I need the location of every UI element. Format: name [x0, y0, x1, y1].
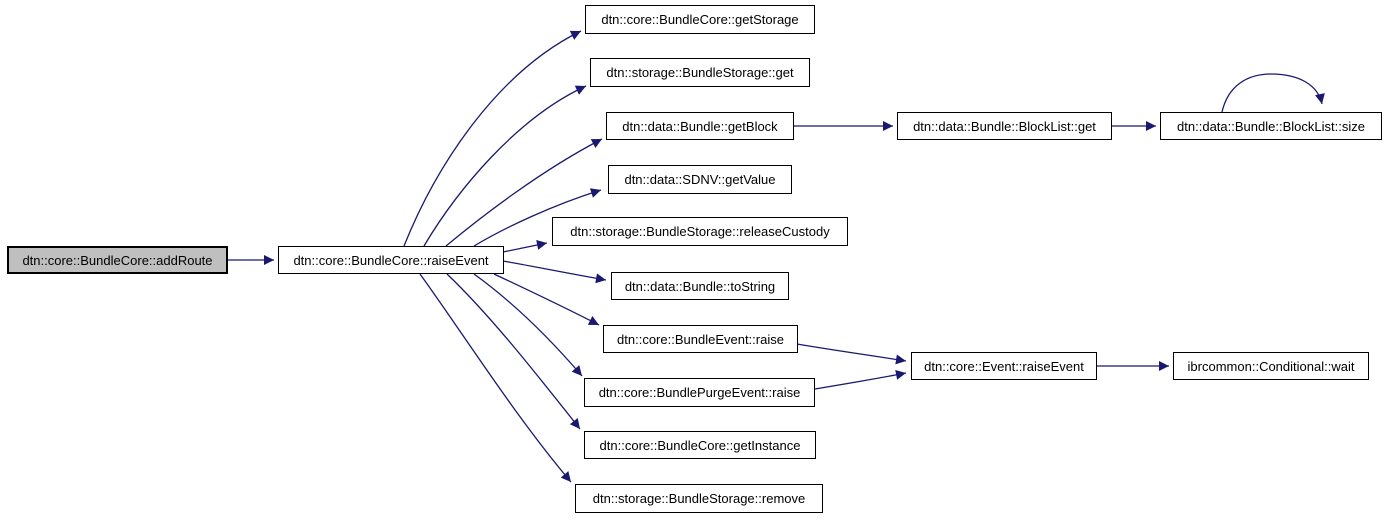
node-bundleevent-raise[interactable]: dtn::core::BundleEvent::raise — [603, 325, 798, 353]
edge-raiseevent-getinstance — [446, 273, 581, 430]
node-tostring[interactable]: dtn::data::Bundle::toString — [611, 272, 789, 300]
node-sdnv-getvalue[interactable]: dtn::data::SDNV::getValue — [608, 165, 792, 194]
edge-raiseevent-tostring — [502, 260, 607, 284]
node-bundlestorage-get[interactable]: dtn::storage::BundleStorage::get — [590, 58, 810, 87]
edge-bundleeventraise-eventraiseevent — [796, 343, 907, 365]
edge-raiseevent-sdnvgetvalue — [473, 188, 602, 247]
node-blocklist-size[interactable]: dtn::data::Bundle::BlockList::size — [1160, 112, 1382, 140]
edge-raiseevent-releasecustody — [502, 240, 548, 253]
node-getblock[interactable]: dtn::data::Bundle::getBlock — [606, 112, 794, 140]
node-bundlestorage-remove[interactable]: dtn::storage::BundleStorage::remove — [575, 484, 823, 513]
edge-raiseevent-purgeeventraise — [473, 273, 583, 377]
node-bundlepurgeevent-raise[interactable]: dtn::core::BundlePurgeEvent::raise — [584, 378, 815, 407]
node-conditional-wait[interactable]: ibrcommon::Conditional::wait — [1173, 352, 1369, 380]
edge-blocklistsize-selfloop — [1221, 73, 1325, 113]
node-addroute: dtn::core::BundleCore::addRoute — [7, 246, 228, 274]
edge-raiseevent-getblock — [445, 138, 603, 247]
node-raiseevent[interactable]: dtn::core::BundleCore::raiseEvent — [278, 246, 504, 274]
edge-raiseevent-getstorage — [403, 30, 582, 247]
node-releasecustody[interactable]: dtn::storage::BundleStorage::releaseCust… — [552, 217, 848, 246]
node-getinstance[interactable]: dtn::core::BundleCore::getInstance — [584, 431, 816, 459]
edge-raiseevent-storageget — [423, 85, 587, 247]
edge-raiseevent-storageremove — [419, 273, 572, 483]
node-event-raiseevent[interactable]: dtn::core::Event::raiseEvent — [911, 352, 1097, 380]
edge-raiseevent-bundleeventraise — [493, 273, 600, 326]
node-getstorage[interactable]: dtn::core::BundleCore::getStorage — [585, 5, 815, 34]
edge-purgeeventraise-eventraiseevent — [814, 369, 907, 390]
node-blocklist-get[interactable]: dtn::data::Bundle::BlockList::get — [897, 112, 1112, 140]
